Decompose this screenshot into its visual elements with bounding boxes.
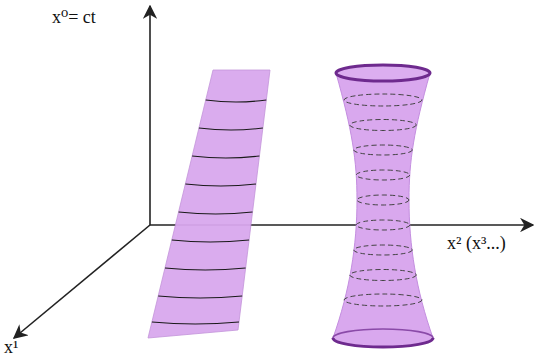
time-axis-label: x⁰= ct — [52, 8, 96, 28]
time-axis — [149, 6, 151, 225]
x1-axis-label: x¹ — [4, 338, 18, 358]
x2-axis-label: x² (x³...) — [447, 234, 506, 254]
axes — [14, 6, 533, 338]
closed-string-worldsheet — [333, 65, 433, 347]
open-string-worldsheet — [148, 70, 270, 338]
x1-axis — [14, 225, 150, 338]
